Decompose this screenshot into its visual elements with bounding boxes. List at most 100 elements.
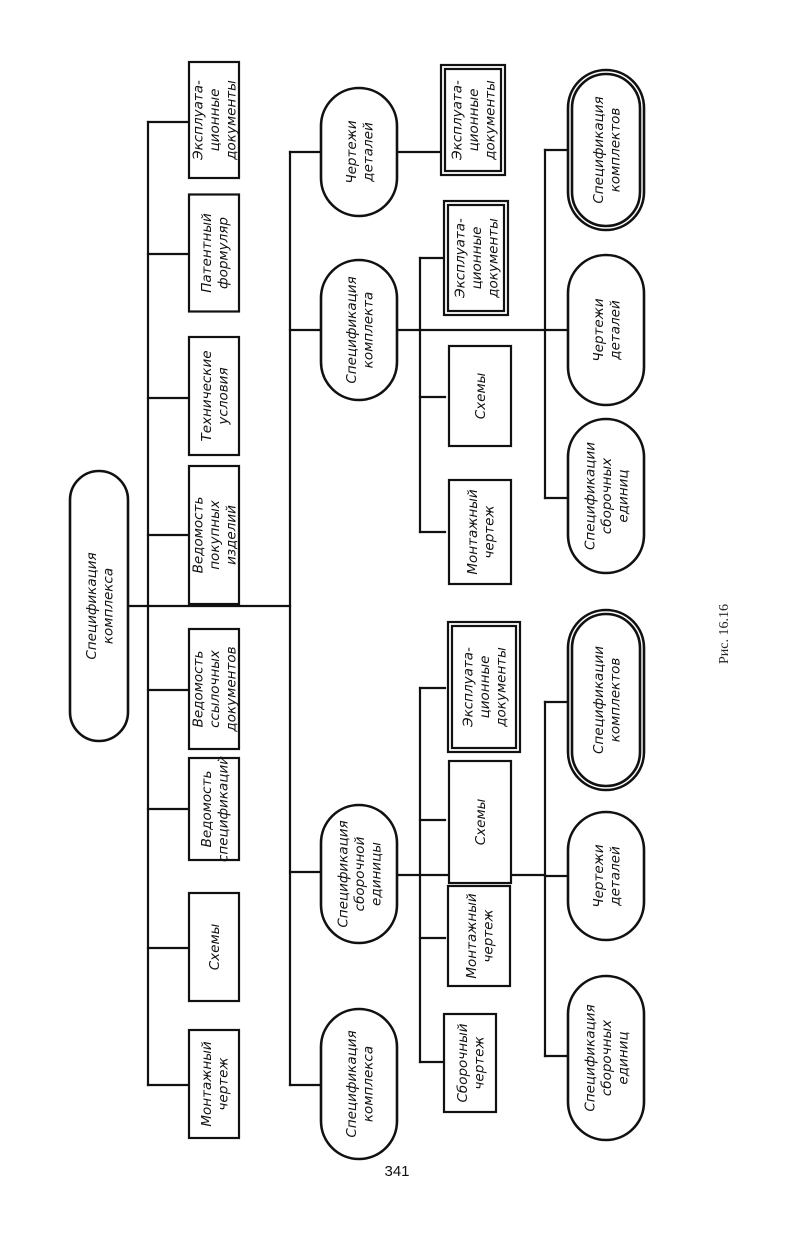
svg-text:Монтажныйчертеж: Монтажныйчертеж <box>464 893 497 979</box>
figure-caption: Рис. 16.16 <box>717 604 732 664</box>
node-label-line: чертеж <box>215 1057 231 1111</box>
node-technical-conditions: Техническиеусловия <box>187 335 241 457</box>
node-label-line: чертеж <box>471 1036 487 1090</box>
node-label-line: деталей <box>607 846 623 907</box>
node-label-line: Монтажный <box>199 1041 215 1127</box>
svg-text:Эксплуата-ционныедокументы: Эксплуата-ционныедокументы <box>450 80 499 161</box>
svg-text:Спецификациякомплекса: Спецификациякомплекса <box>344 1030 377 1137</box>
node-kit-assembly-unit-specifications: Спецификациисборочныхединиц <box>566 417 646 575</box>
svg-text:Спецификациясборочныхединиц: Спецификациясборочныхединиц <box>583 1004 632 1111</box>
node-parts-operational-documents: Эксплуата-ционныедокументы <box>439 63 507 177</box>
node-label-line: Монтажный <box>464 893 480 979</box>
node-label-line: Сборочный <box>455 1023 471 1102</box>
svg-text:Схемы: Схемы <box>473 798 489 845</box>
node-label-line: ционные <box>466 89 482 152</box>
svg-text:Эксплуата-ционныедокументы: Эксплуата-ционныедокументы <box>461 647 510 728</box>
node-label-line: сборочных <box>599 1019 615 1096</box>
svg-text:Сборочныйчертеж: Сборочныйчертеж <box>455 1023 488 1102</box>
node-label-line: Схемы <box>207 923 223 970</box>
node-assembly-drawing: Сборочныйчертеж <box>442 1012 498 1114</box>
node-purchased-items-list: Ведомостьпокупныхизделий <box>187 464 241 606</box>
node-assembly-unit-specifications: Спецификациясборочныхединиц <box>566 974 646 1142</box>
svg-text:Спецификациякомплектов: Спецификациякомплектов <box>591 96 624 203</box>
node-kit-part-drawings: Чертежидеталей <box>566 253 646 407</box>
node-kit-schemes: Схемы <box>447 344 513 448</box>
node-label-line: ционные <box>207 89 223 152</box>
node-label-line: комплекса <box>360 1046 376 1122</box>
node-label-line: ционные <box>469 227 485 290</box>
node-label-line: Чертежи <box>591 844 607 907</box>
node-label-line: Эксплуата- <box>453 218 469 299</box>
node-label-line: Технические <box>199 350 215 441</box>
node-label-line: Спецификация <box>344 276 360 383</box>
node-label-line: Схемы <box>473 372 489 419</box>
node-label-line: комплектов <box>607 658 623 743</box>
node-label-line: Эксплуата- <box>450 80 466 161</box>
svg-text:Схемы: Схемы <box>207 923 223 970</box>
svg-text:Схемы: Схемы <box>473 372 489 419</box>
node-label-line: сборочной <box>352 836 368 911</box>
svg-text:Эксплуата-ционныедокументы: Эксплуата-ционныедокументы <box>191 80 240 161</box>
node-label-line: Патентный <box>199 213 215 293</box>
svg-text:Чертежидеталей: Чертежидеталей <box>591 298 624 361</box>
node-label-line: Чертежи <box>591 298 607 361</box>
node-label-line: Спецификации <box>583 442 599 550</box>
node-label-line: Чертежи <box>344 120 360 183</box>
svg-text:Эксплуата-ционныедокументы: Эксплуата-ционныедокументы <box>453 218 502 299</box>
node-label-line: комплектов <box>607 108 623 193</box>
node-label-line: Схемы <box>473 798 489 845</box>
node-label-line: Ведомость <box>191 651 207 728</box>
svg-text:Чертежидеталей: Чертежидеталей <box>344 120 377 183</box>
node-assembly-mounting-drawing: Монтажныйчертеж <box>446 884 512 988</box>
node-label-line: Спецификация <box>583 1004 599 1111</box>
node-label-line: Эксплуата- <box>461 647 477 728</box>
node-assembly-kit-specifications: Спецификациикомплектов <box>566 608 646 792</box>
node-label-line: деталей <box>607 300 623 361</box>
node-label-line: Ведомость <box>199 771 215 848</box>
node-label-line: комплекта <box>360 292 376 369</box>
node-label-line: изделий <box>224 505 240 565</box>
node-label-line: документы <box>483 80 499 161</box>
node-label-line: чертеж <box>481 505 497 559</box>
node-label-line: Спецификация <box>344 1030 360 1137</box>
connector-lines <box>120 120 570 1087</box>
svg-text:Спецификациикомплектов: Спецификациикомплектов <box>591 646 624 754</box>
node-assembly-unit-specification: Спецификациясборочнойединицы <box>319 803 399 945</box>
svg-text:Техническиеусловия: Техническиеусловия <box>199 350 232 441</box>
node-label-line: спецификаций <box>215 756 231 862</box>
node-label-line: единиц <box>616 469 632 522</box>
svg-text:Ведомостьспецификаций: Ведомостьспецификаций <box>199 756 232 862</box>
svg-text:Патентныйформуляр: Патентныйформуляр <box>199 213 232 293</box>
node-kit-operational-documents: Эксплуата-ционныедокументы <box>442 199 510 317</box>
root-node-complex-specification: Спецификациякомплекса <box>68 469 130 743</box>
node-label-line: Спецификации <box>591 646 607 754</box>
node-label-line: Спецификация <box>336 820 352 927</box>
svg-text:Монтажныйчертеж: Монтажныйчертеж <box>199 1041 232 1127</box>
node-complex-specification-sub: Спецификациякомплекса <box>319 1007 399 1161</box>
node-label-line: ссылочных <box>207 649 223 728</box>
svg-text:Спецификациясборочнойединицы: Спецификациясборочнойединицы <box>336 820 385 927</box>
node-patent-form: Патентныйформуляр <box>187 193 241 313</box>
node-label-line: ционные <box>477 656 493 719</box>
svg-text:Монтажныйчертеж: Монтажныйчертеж <box>465 489 498 575</box>
node-label-line: сборочных <box>599 457 615 534</box>
svg-text:Чертежидеталей: Чертежидеталей <box>591 844 624 907</box>
node-kit-specification: Спецификациякомплекта <box>319 258 399 402</box>
node-label-line: чертеж <box>480 909 496 963</box>
node-schemes: Схемы <box>187 891 241 1003</box>
node-label-line: покупных <box>207 499 223 570</box>
svg-text:Спецификациякомплекса: Спецификациякомплекса <box>84 552 117 659</box>
node-label-line: Спецификация <box>84 552 100 659</box>
node-kit-mounting-drawing: Монтажныйчертеж <box>447 478 513 586</box>
node-assembly-operational-documents: Эксплуата-ционныедокументы <box>446 620 522 754</box>
node-label-line: единиц <box>616 1031 632 1084</box>
node-assembly-schemes: Схемы <box>447 759 513 885</box>
node-label-line: комплекса <box>100 568 116 644</box>
node-specifications-list: Ведомостьспецификаций <box>187 756 241 862</box>
svg-text:Ведомостьпокупныхизделий: Ведомостьпокупныхизделий <box>191 497 240 574</box>
node-assembly-part-drawings: Чертежидеталей <box>566 810 646 942</box>
node-label-line: условия <box>215 367 231 425</box>
node-part-drawings: Чертежидеталей <box>319 86 399 218</box>
node-label-line: Эксплуата- <box>191 80 207 161</box>
